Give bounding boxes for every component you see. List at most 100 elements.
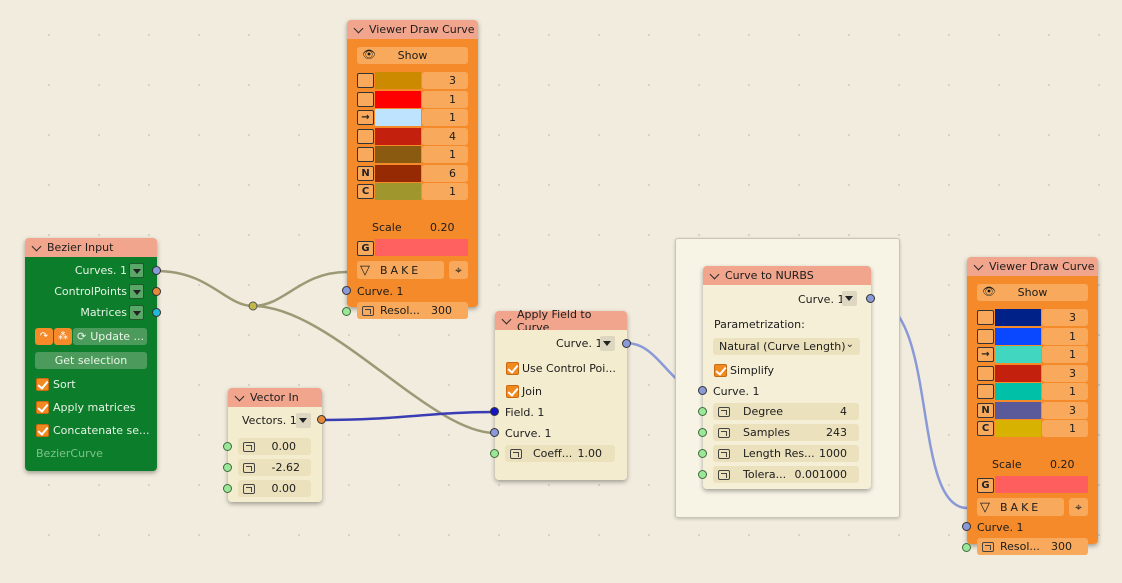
- y-value-field[interactable]: -2.62: [238, 459, 311, 476]
- simplify-checkbox[interactable]: [714, 364, 727, 377]
- row-count-field[interactable]: 1: [1042, 346, 1088, 363]
- row-count-field[interactable]: 3: [1042, 309, 1088, 326]
- input-socket-curve[interactable]: [342, 286, 351, 295]
- input-socket-x[interactable]: [223, 442, 232, 451]
- concatenate-checkbox[interactable]: [36, 424, 49, 437]
- curves-dropdown[interactable]: [129, 263, 144, 278]
- join-checkbox[interactable]: [506, 385, 519, 398]
- x-value-field[interactable]: 0.00: [238, 438, 311, 455]
- vectors-dropdown[interactable]: [296, 413, 311, 428]
- length-resolution-field[interactable]: Length Res...1000: [713, 445, 859, 462]
- collapse-chevron-icon[interactable]: [501, 314, 512, 324]
- collapse-chevron-icon[interactable]: [234, 391, 245, 401]
- color-swatch-g[interactable]: [375, 239, 468, 256]
- scale-value[interactable]: 0.20: [430, 221, 455, 234]
- collapse-chevron-icon[interactable]: [973, 260, 984, 270]
- output-socket-curves[interactable]: [152, 266, 161, 275]
- use-control-points-checkbox[interactable]: [506, 362, 519, 375]
- scale-value[interactable]: 0.20: [1050, 458, 1075, 471]
- color-swatch-g[interactable]: [995, 476, 1088, 493]
- output-socket-curve[interactable]: [866, 294, 875, 303]
- row-count-field[interactable]: 6: [422, 164, 468, 182]
- show-toggle-button[interactable]: 👁 Show: [977, 284, 1088, 301]
- bake-extra-button[interactable]: ⌖: [1069, 498, 1088, 516]
- color-swatch[interactable]: [375, 90, 421, 108]
- update-button[interactable]: ⟳ Update ...: [73, 328, 147, 345]
- row-count-field[interactable]: 1: [422, 146, 468, 163]
- input-socket-curve[interactable]: [490, 428, 499, 437]
- color-swatch[interactable]: [375, 183, 421, 200]
- parametrization-select[interactable]: Natural (Curve Length) ⌄: [713, 338, 860, 355]
- node-header[interactable]: Viewer Draw Curve: [967, 257, 1098, 276]
- node-header[interactable]: Vector In: [228, 388, 322, 407]
- bake-button[interactable]: ▽ BAKE: [977, 498, 1064, 516]
- collapse-chevron-icon[interactable]: [709, 269, 720, 279]
- vector-in-node[interactable]: Vector In Vectors. 1 0.00 -2.62 0.00: [223, 388, 326, 502]
- input-socket-y[interactable]: [223, 463, 232, 472]
- controlpoints-dropdown[interactable]: [129, 284, 144, 299]
- resolution-field[interactable]: Resol... 300: [977, 538, 1088, 555]
- node-header[interactable]: Apply Field to Curve: [495, 308, 627, 334]
- input-socket-coefficient[interactable]: [490, 449, 499, 458]
- input-socket-z[interactable]: [223, 484, 232, 493]
- curve-output-dropdown[interactable]: [842, 291, 857, 306]
- node-header[interactable]: Curve to NURBS: [703, 266, 871, 285]
- row-count-field[interactable]: 3: [422, 72, 468, 89]
- output-socket-controlpoints[interactable]: [152, 287, 161, 296]
- input-socket-resolution[interactable]: [342, 307, 351, 316]
- get-selection-button[interactable]: Get selection: [35, 352, 147, 369]
- row-count-field[interactable]: 1: [1042, 383, 1088, 400]
- input-socket-samples[interactable]: [698, 428, 707, 437]
- output-socket-curve[interactable]: [622, 339, 631, 348]
- node-header[interactable]: Bezier Input: [25, 238, 157, 257]
- output-socket-vectors[interactable]: [317, 415, 326, 424]
- bake-button[interactable]: ▽ BAKE: [357, 261, 444, 279]
- color-swatch[interactable]: [375, 127, 421, 145]
- curve-to-nurbs-node[interactable]: Curve to NURBS Curve. 1 Parametrization:…: [698, 266, 875, 489]
- apply-field-to-curve-node[interactable]: Apply Field to Curve Curve. 1 Use Contro…: [490, 308, 631, 480]
- apply-matrices-checkbox[interactable]: [36, 401, 49, 414]
- output-socket-matrices[interactable]: [152, 308, 161, 317]
- row-count-field[interactable]: 3: [1042, 364, 1088, 382]
- mode-button-2[interactable]: ⁂: [54, 328, 72, 345]
- collapse-chevron-icon[interactable]: [353, 23, 364, 33]
- color-swatch[interactable]: [995, 346, 1041, 363]
- collapse-chevron-icon[interactable]: [31, 241, 42, 251]
- color-swatch[interactable]: [375, 72, 421, 89]
- mode-button-1[interactable]: ↷: [35, 328, 53, 345]
- color-swatch[interactable]: [995, 420, 1041, 437]
- input-socket-field[interactable]: [490, 407, 499, 416]
- row-count-field[interactable]: 1: [422, 90, 468, 108]
- color-swatch[interactable]: [995, 383, 1041, 400]
- color-swatch[interactable]: [995, 327, 1041, 345]
- color-swatch[interactable]: [375, 109, 421, 126]
- show-toggle-button[interactable]: 👁 Show: [357, 47, 468, 64]
- row-count-field[interactable]: 1: [422, 109, 468, 126]
- input-socket-curve[interactable]: [698, 386, 707, 395]
- row-count-field[interactable]: 4: [422, 127, 468, 145]
- node-header[interactable]: Viewer Draw Curve: [347, 20, 478, 39]
- curve-output-dropdown[interactable]: [600, 336, 615, 351]
- input-socket-tolerance[interactable]: [698, 470, 707, 479]
- color-swatch[interactable]: [995, 401, 1041, 419]
- resolution-field[interactable]: Resol... 300: [357, 302, 468, 319]
- color-swatch[interactable]: [995, 309, 1041, 326]
- coefficient-field[interactable]: Coeff... 1.00: [505, 445, 615, 462]
- row-count-field[interactable]: 1: [1042, 327, 1088, 345]
- sort-checkbox[interactable]: [36, 378, 49, 391]
- color-swatch[interactable]: [995, 364, 1041, 382]
- row-count-field[interactable]: 3: [1042, 401, 1088, 419]
- color-swatch[interactable]: [375, 164, 421, 182]
- tolerance-field[interactable]: Tolera...0.001000: [713, 466, 859, 483]
- bezier-input-node[interactable]: Bezier Input Curves. 1 ControlPoints Mat…: [25, 238, 161, 471]
- input-socket-curve[interactable]: [962, 522, 971, 531]
- z-value-field[interactable]: 0.00: [238, 480, 311, 497]
- input-socket-length-resolution[interactable]: [698, 449, 707, 458]
- row-count-field[interactable]: 1: [422, 183, 468, 200]
- matrices-dropdown[interactable]: [129, 305, 144, 320]
- input-socket-degree[interactable]: [698, 407, 707, 416]
